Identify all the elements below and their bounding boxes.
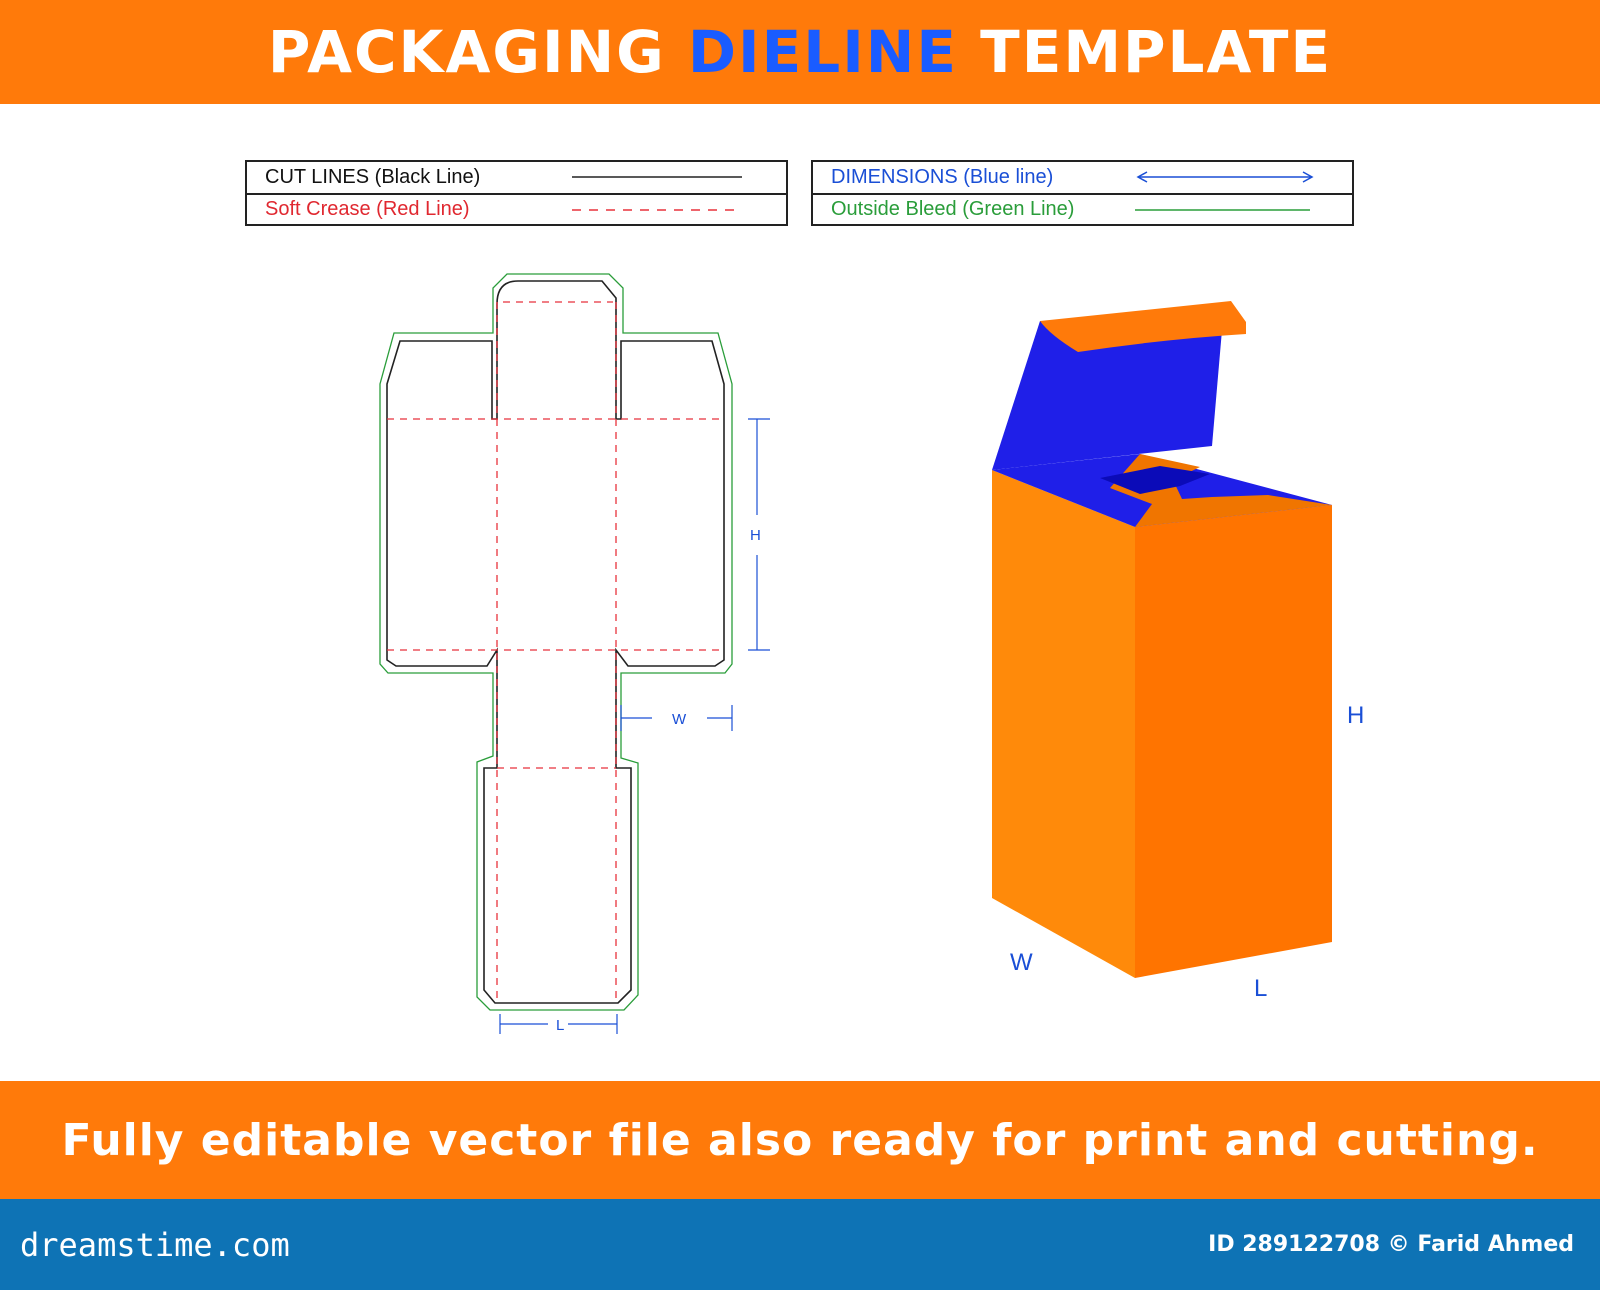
site-footer: dreamstime.com ID 289122708 © Farid Ahme… — [0, 1199, 1600, 1290]
diagram-area: H W L H W L — [379, 273, 1364, 1034]
outside-bleed-outline — [379, 273, 733, 1011]
box-w-label: W — [1010, 949, 1033, 976]
box-inner-shadow — [1100, 466, 1210, 494]
legend-bleed-label: Outside Bleed (Green Line) — [831, 198, 1075, 220]
legend-bleed-row: Outside Bleed (Green Line) — [813, 193, 1352, 224]
title-highlight: DIELINE — [687, 18, 958, 86]
legend-left: CUT LINES (Black Line) Soft Crease (Red … — [245, 160, 788, 226]
box-front-face — [992, 470, 1135, 978]
legend-crease-label: Soft Crease (Red Line) — [265, 198, 470, 220]
crease-line-sample — [572, 209, 742, 211]
box-h-label: H — [1347, 702, 1364, 729]
header-banner: PACKAGING DIELINE TEMPLATE — [0, 0, 1600, 104]
dieline-w-label: W — [672, 711, 687, 728]
dieline-h-label: H — [750, 527, 761, 544]
legend-dimension-label: DIMENSIONS (Blue line) — [831, 166, 1054, 188]
box-side-face — [1135, 505, 1332, 978]
flat-dieline: H W L — [379, 273, 770, 1034]
title-part2: TEMPLATE — [957, 18, 1333, 86]
footer-banner-text: Fully editable vector file also ready fo… — [61, 1114, 1539, 1166]
legend-right: DIMENSIONS (Blue line) Outside Bleed (Gr… — [811, 160, 1354, 226]
page-title: PACKAGING DIELINE TEMPLATE — [268, 18, 1332, 86]
dimension-w — [620, 705, 733, 731]
legend-cut-label: CUT LINES (Black Line) — [265, 166, 481, 188]
dieline-l-label: L — [556, 1017, 564, 1034]
box-3d: H W L — [992, 301, 1364, 1002]
cut-line-sample — [572, 176, 742, 178]
legend-dimension-row: DIMENSIONS (Blue line) — [813, 162, 1352, 193]
dimension-arrow-sample — [1136, 171, 1314, 183]
legend-cut-row: CUT LINES (Black Line) — [247, 162, 786, 193]
bleed-line-sample — [1135, 209, 1310, 211]
footer-banner: Fully editable vector file also ready fo… — [0, 1081, 1600, 1199]
dimension-l — [499, 1014, 618, 1034]
title-part1: PACKAGING — [267, 18, 688, 86]
footer-site-name[interactable]: dreamstime.com — [20, 1225, 290, 1264]
cut-line-outline — [386, 280, 725, 1004]
soft-crease-lines — [387, 301, 724, 1003]
footer-credit: ID 289122708 © Farid Ahmed — [1208, 1232, 1574, 1257]
box-l-label: L — [1254, 975, 1267, 1002]
dimension-h — [748, 418, 770, 651]
legend-crease-row: Soft Crease (Red Line) — [247, 193, 786, 224]
box-lid-inner — [992, 321, 1222, 470]
box-lid-tuck-flap — [1040, 301, 1246, 352]
